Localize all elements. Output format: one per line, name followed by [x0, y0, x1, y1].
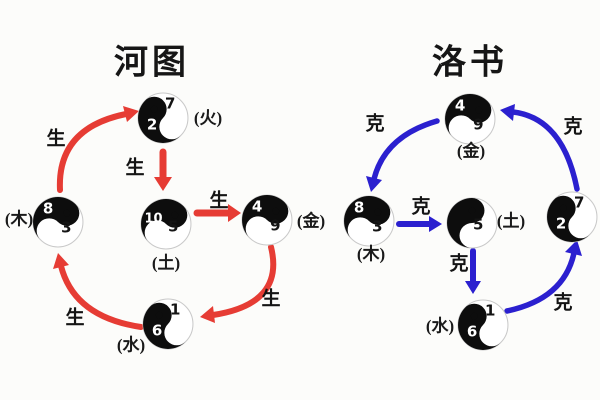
taiji-icon: [343, 195, 395, 247]
hetu-label-water: (水): [116, 335, 146, 355]
luoshu-arrow-fire-to-metal: [500, 104, 580, 192]
hetu-label-wood: (木): [4, 209, 34, 229]
taiji-icon: [140, 198, 192, 250]
luoshu-label-wood: (木): [356, 244, 386, 264]
taiji-icon: [142, 298, 194, 350]
hetu-node-water: 1 6: [142, 298, 194, 350]
hetu-label-fire: (火): [193, 108, 223, 128]
node-number: 4: [454, 96, 466, 115]
luoshu-arrow-water-to-fire: [504, 240, 582, 314]
hetu-arrow-wood-to-fire: [56, 106, 139, 193]
taiji-icon: [546, 191, 598, 243]
taiji-icon: [32, 196, 84, 248]
luoshu-cycle-label-metal-wood: 克: [365, 113, 385, 135]
hetu-cycle-label-metal-water: 生: [261, 288, 281, 310]
hetu-cycle-label-fire-earth: 生: [125, 157, 145, 179]
luoshu-arrow-earth-to-water: [465, 248, 481, 294]
luoshu-cycle-label-water-fire: 克: [553, 292, 573, 314]
taiji-icon: [457, 299, 509, 351]
luoshu-node-wood: 8 3: [343, 195, 395, 247]
luoshu-title: 洛书: [432, 44, 508, 82]
hetu-node-earth: 10 5: [140, 198, 192, 250]
taiji-icon: [137, 92, 189, 144]
node-number: 9: [270, 216, 281, 235]
node-number: 1: [485, 301, 496, 320]
node-number: 2: [146, 115, 158, 134]
luoshu-cycle-label-fire-metal: 克: [563, 116, 583, 138]
luoshu-label-metal: (金): [456, 141, 486, 161]
taiji-icon: [241, 194, 293, 246]
luoshu-cycle-label-wood-earth: 克: [411, 196, 431, 218]
luoshu-label-water: (水): [425, 316, 455, 336]
hetu-cycle-label-earth-metal: 生: [209, 190, 229, 212]
hetu-node-wood: 8 3: [32, 196, 84, 248]
hetu-arrow-water-to-wood: [53, 253, 144, 330]
node-number: 8: [42, 199, 54, 218]
node-number: 6: [151, 321, 163, 340]
hetu-label-metal: (金): [296, 211, 326, 231]
luoshu-node-metal: 4 9: [444, 93, 496, 145]
node-number: 5: [473, 215, 484, 234]
node-number: 9: [473, 115, 484, 134]
hetu-node-fire: 7 2: [137, 92, 189, 144]
luoshu-node-fire: 7 2: [546, 191, 598, 243]
node-number: 3: [61, 218, 72, 237]
taiji-icon: [444, 93, 496, 145]
hetu-arrow-earth-to-metal: [193, 204, 241, 222]
hetu-label-earth: (土): [151, 253, 181, 273]
node-number: 7: [165, 94, 176, 113]
node-number: 5: [168, 217, 179, 236]
node-number: 10: [144, 211, 163, 227]
node-number: 4: [251, 197, 263, 216]
node-number: 3: [372, 217, 383, 236]
hetu-cycle-label-wood-fire: 生: [46, 128, 66, 150]
luoshu-label-earth: (土): [496, 211, 526, 231]
node-number: 2: [555, 214, 567, 233]
node-number: 8: [353, 198, 365, 217]
hetu-arrow-fire-to-earth: [154, 148, 172, 191]
hetu-cycle-label-water-wood: 生: [65, 307, 85, 329]
hetu-node-metal: 4 9: [241, 194, 293, 246]
node-number: 6: [466, 322, 478, 341]
hetu-title: 河图: [114, 44, 190, 82]
luoshu-node-water: 1 6: [457, 299, 509, 351]
node-number: 7: [574, 193, 585, 212]
luoshu-arrow-metal-to-wood: [366, 118, 440, 192]
luoshu-cycle-label-earth-water: 克: [449, 253, 469, 275]
hetu-arrow-metal-to-water: [200, 244, 277, 323]
node-number: 1: [170, 300, 181, 319]
luoshu-node-earth: 5: [446, 197, 498, 249]
luoshu-arrow-wood-to-earth: [396, 216, 442, 232]
taiji-icon: [446, 197, 498, 249]
